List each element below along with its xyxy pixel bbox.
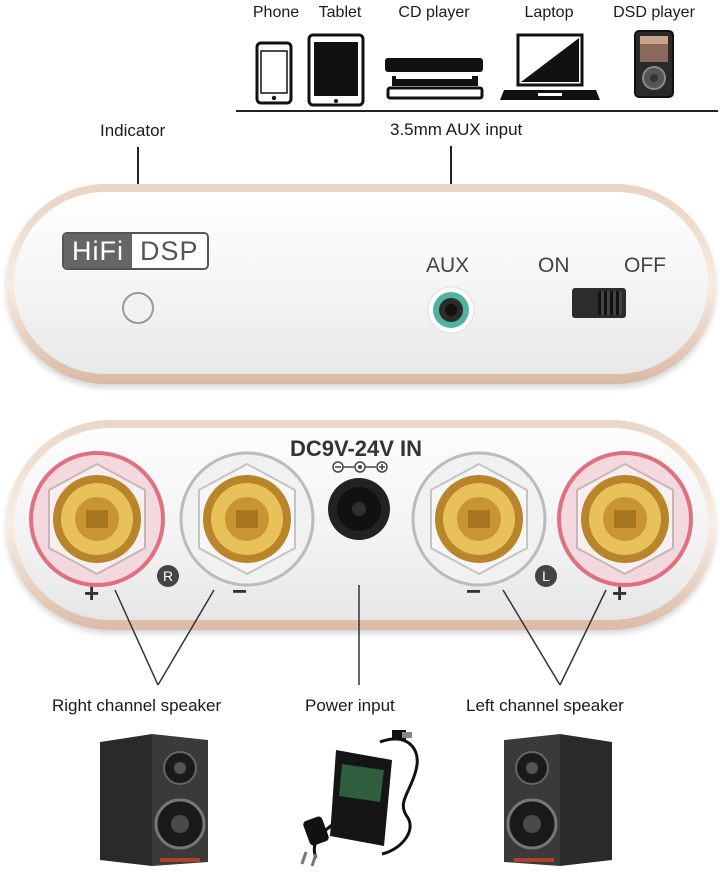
right-negative-terminal[interactable] <box>178 450 316 588</box>
dc-input-text: DC9V-24V IN <box>290 436 423 461</box>
right-positive-terminal[interactable] <box>28 450 166 588</box>
right-plus-sign: + <box>84 578 100 608</box>
power-input-label: Power input <box>305 696 395 715</box>
hifi-dsp-logo: HiFi DSP <box>62 232 209 270</box>
laptop-icon <box>500 33 600 100</box>
left-negative-terminal[interactable] <box>410 450 548 588</box>
left-plus-sign: + <box>612 578 628 608</box>
off-label: OFF <box>624 254 666 277</box>
right-speaker-label: Right channel speaker <box>52 696 222 715</box>
device-label-cd-player: CD player <box>398 4 470 21</box>
dc-power-jack[interactable] <box>326 476 392 542</box>
device-label-laptop: Laptop <box>524 4 574 21</box>
on-label: ON <box>538 254 570 277</box>
left-speaker-icon <box>504 734 612 866</box>
cd-player-icon <box>385 58 484 100</box>
power-switch-knob[interactable] <box>598 291 622 315</box>
polarity-symbol-icon <box>332 461 388 473</box>
aux-jack[interactable] <box>426 285 476 335</box>
right-minus-sign: − <box>232 576 248 606</box>
left-speaker-label: Left channel speaker <box>466 696 624 715</box>
right-speaker-icon <box>100 734 208 866</box>
leader-lines <box>114 585 607 686</box>
power-adapter-icon <box>300 730 419 867</box>
front-panel-face <box>14 192 708 374</box>
aux-panel-text: AUX <box>426 254 470 277</box>
power-switch[interactable] <box>572 288 626 318</box>
logo-dsp: DSP <box>132 234 207 268</box>
left-channel-badge: L <box>535 565 557 587</box>
phone-icon <box>255 41 293 105</box>
device-bracket-line <box>236 110 718 112</box>
left-positive-terminal[interactable] <box>556 450 694 588</box>
front-panel <box>6 184 716 384</box>
logo-hifi: HiFi <box>64 234 132 268</box>
left-minus-sign: − <box>466 576 482 606</box>
device-label-dsd-player: DSD player <box>613 4 695 21</box>
indicator-light <box>122 292 154 324</box>
aux-input-label: 3.5mm AUX input <box>390 120 523 139</box>
indicator-label: Indicator <box>100 121 166 140</box>
device-label-tablet: Tablet <box>318 4 362 21</box>
dsd-player-icon <box>634 30 674 98</box>
device-label-phone: Phone <box>252 4 300 21</box>
right-channel-badge: R <box>157 565 179 587</box>
tablet-icon <box>307 33 365 107</box>
